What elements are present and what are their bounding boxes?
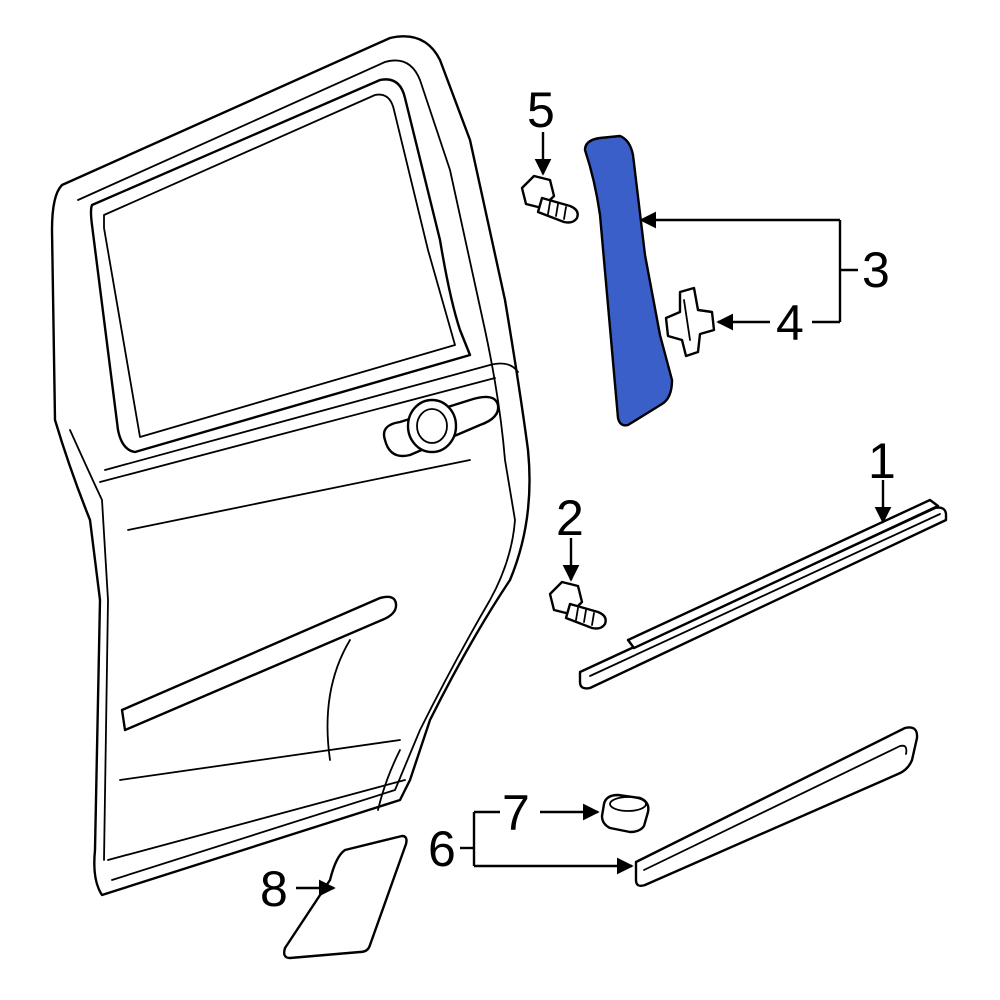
applique-highlight (583, 134, 674, 427)
part-5-screw[interactable] (520, 174, 579, 224)
part-6-body-molding[interactable] (634, 726, 919, 888)
callout-3: 3 (862, 242, 890, 298)
part-3-applique[interactable] (583, 134, 674, 427)
callout-2: 2 (556, 490, 584, 546)
rear-door (50, 35, 531, 897)
callouts: 5 3 4 1 2 7 6 8 (260, 82, 896, 917)
leader-lines (296, 132, 892, 897)
part-1-belt-molding[interactable] (578, 498, 948, 690)
part-4-clip[interactable] (664, 286, 716, 358)
callout-7: 7 (502, 785, 530, 841)
callout-1: 1 (868, 433, 896, 489)
part-2-screw[interactable] (548, 580, 607, 630)
callout-5: 5 (527, 82, 555, 138)
callout-4: 4 (776, 295, 804, 351)
callout-8: 8 (260, 861, 288, 917)
part-7-cap[interactable] (600, 793, 650, 834)
callout-6: 6 (428, 821, 456, 877)
part-8-guard[interactable] (282, 834, 408, 960)
